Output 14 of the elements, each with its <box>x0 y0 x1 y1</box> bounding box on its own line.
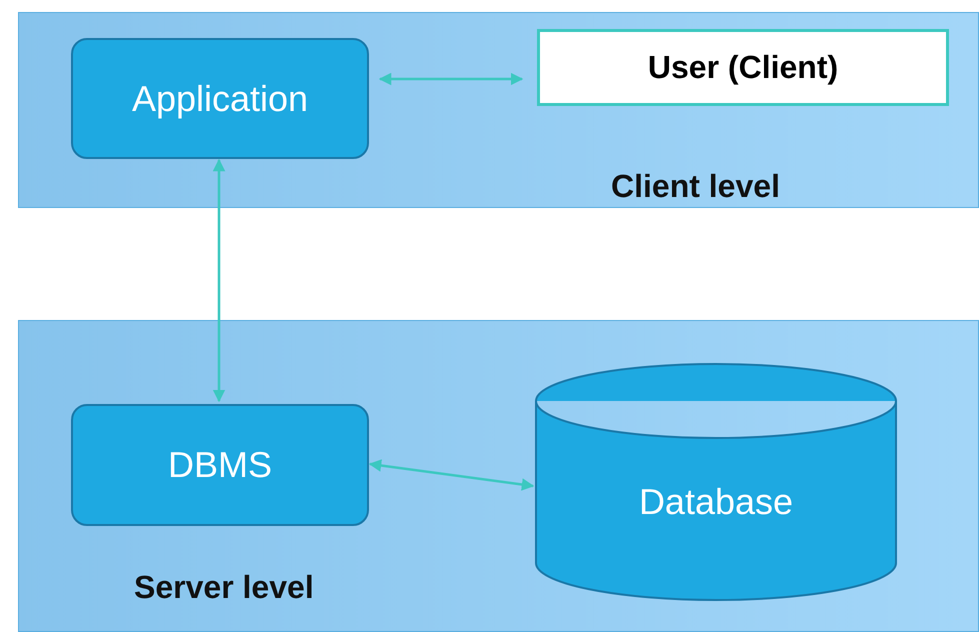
level-panel <box>18 320 979 632</box>
database-label: Database <box>638 481 794 523</box>
double-arrow <box>368 459 534 491</box>
double-arrow <box>212 158 226 402</box>
process-box <box>71 404 369 526</box>
level-panel <box>18 12 979 208</box>
user-box <box>537 29 949 106</box>
level-heading: Server level <box>134 569 314 606</box>
user-label: User (Client) <box>648 49 838 86</box>
process-label: Application <box>132 78 308 120</box>
process-label: DBMS <box>168 444 272 486</box>
level-heading: Client level <box>611 168 780 205</box>
process-box <box>71 38 369 159</box>
double-arrow <box>378 72 524 86</box>
